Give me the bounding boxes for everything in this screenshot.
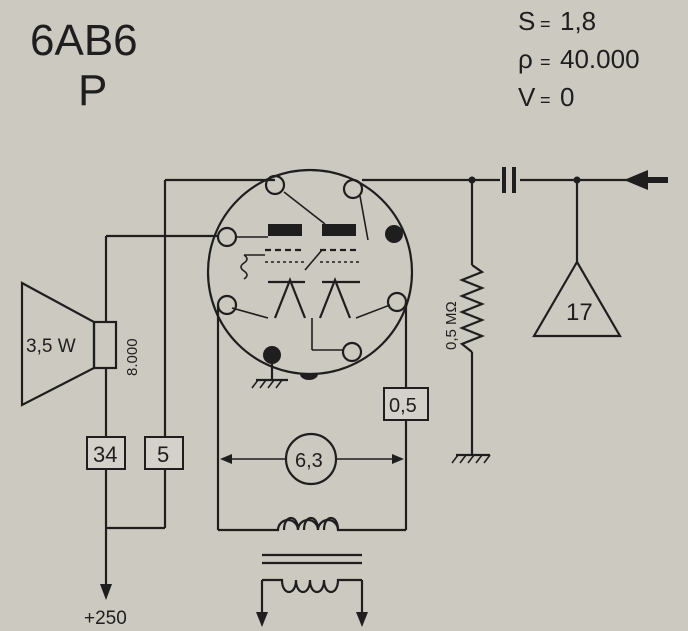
param-s-value: 1,8	[560, 6, 596, 36]
heater-voltage: 6,3	[295, 450, 323, 472]
box-34	[86, 436, 126, 470]
stage-number: 17	[566, 299, 593, 326]
tube-envelope	[206, 168, 414, 376]
grid-resistor	[459, 264, 485, 353]
param-p-label: ρ	[518, 44, 533, 74]
ground-icon	[251, 378, 288, 389]
tube-pins	[216, 174, 408, 364]
param-p-sign: =	[540, 52, 551, 72]
coupling-capacitor	[502, 167, 516, 193]
supply-voltage: +250	[84, 608, 127, 629]
supply-arrow-icon	[100, 584, 112, 600]
param-p-value: 40.000	[560, 44, 640, 74]
junction-dot	[468, 176, 476, 184]
param-v-sign: =	[540, 90, 551, 110]
tube-class: P	[78, 66, 107, 115]
param-v-label: V	[518, 82, 536, 112]
speaker-icon	[20, 281, 118, 407]
box-34-label: 34	[93, 442, 117, 467]
param-s-label: S	[518, 6, 535, 36]
junction-dot	[573, 176, 581, 184]
box-5	[144, 436, 184, 470]
heater-voltage-dimension	[220, 432, 404, 486]
tube-base-key	[300, 374, 318, 380]
tube-name: 6AB6	[30, 16, 138, 65]
stage-triangle	[532, 259, 622, 338]
tube-electrodes	[231, 191, 391, 351]
transformer-icon	[256, 516, 368, 627]
wiring	[104, 178, 630, 595]
param-v-value: 0	[560, 82, 574, 112]
parameters-block: S = 1,8 ρ = 40.000 V = 0	[518, 6, 640, 112]
speaker-impedance: 8.000	[124, 338, 141, 376]
resistor-value: 0,5 MΩ	[443, 301, 460, 350]
box-5-label: 5	[157, 442, 169, 467]
input-arrow	[624, 170, 668, 190]
speaker-power: 3,5 W	[26, 336, 76, 357]
box-0-5-label: 0,5	[389, 395, 417, 417]
ground-icon	[451, 453, 491, 464]
box-0-5	[383, 387, 429, 421]
param-s-sign: =	[540, 14, 551, 34]
